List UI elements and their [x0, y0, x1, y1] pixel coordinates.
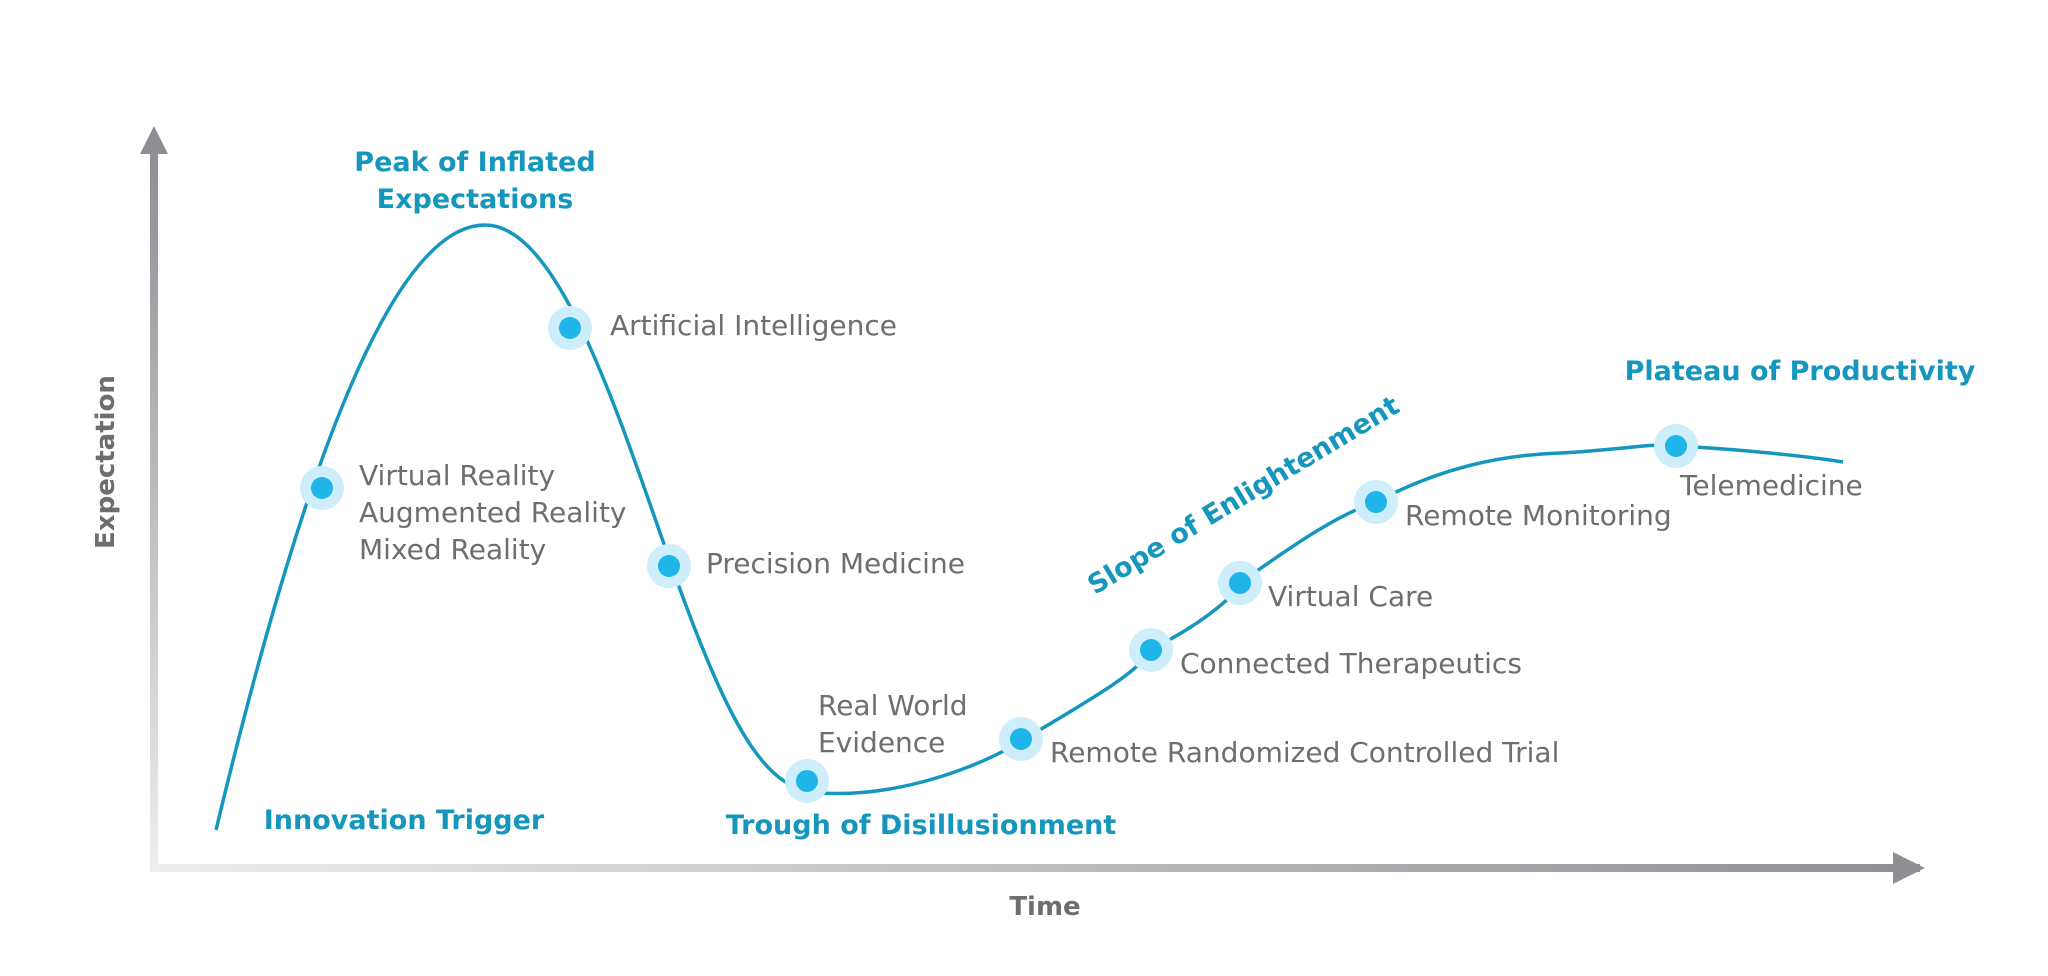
phase-plateau: Plateau of Productivity — [1625, 356, 1976, 387]
y-axis-label: Expectation — [91, 375, 121, 549]
marker-virtual-care — [1218, 561, 1262, 605]
marker-ar-vr-mr — [300, 466, 344, 510]
label-real-world: Real World — [818, 689, 968, 722]
label-remote-monitoring: Remote Monitoring — [1405, 499, 1672, 532]
axes — [140, 126, 1925, 884]
label-artificial-intelligence: Artificial Intelligence — [610, 309, 897, 342]
marker-telemedicine — [1654, 424, 1698, 468]
label-mixed-reality: Mixed Reality — [359, 533, 546, 566]
phase-peak-line-1: Peak of Inflated — [354, 147, 595, 178]
phase-innovation-trigger: Innovation Trigger — [264, 805, 545, 836]
marker-precision-medicine — [647, 544, 691, 588]
label-connected-therapeutics: Connected Therapeutics — [1180, 647, 1522, 680]
label-evidence: Evidence — [818, 726, 945, 759]
tech-markers — [300, 306, 1698, 803]
label-remote-rct: Remote Randomized Controlled Trial — [1050, 736, 1559, 769]
marker-artificial-intelligence — [548, 306, 592, 350]
x-axis-label: Time — [1009, 892, 1080, 922]
x-axis-line — [150, 864, 1920, 872]
label-augmented-reality: Augmented Reality — [359, 496, 627, 529]
phase-peak-line-2: Expectations — [377, 184, 574, 215]
y-axis-arrowhead — [140, 126, 168, 154]
marker-real-world-evidence — [785, 759, 829, 803]
label-virtual-reality: Virtual Reality — [359, 459, 555, 492]
label-telemedicine: Telemedicine — [1679, 469, 1863, 502]
marker-remote-rct — [999, 717, 1043, 761]
y-axis-line — [150, 150, 158, 872]
phase-trough: Trough of Disillusionment — [726, 810, 1117, 841]
marker-connected-therapeutics — [1129, 628, 1173, 672]
marker-remote-monitoring — [1354, 480, 1398, 524]
label-virtual-care: Virtual Care — [1268, 580, 1433, 613]
label-precision-medicine: Precision Medicine — [706, 547, 965, 580]
x-axis-arrowhead — [1893, 852, 1925, 884]
